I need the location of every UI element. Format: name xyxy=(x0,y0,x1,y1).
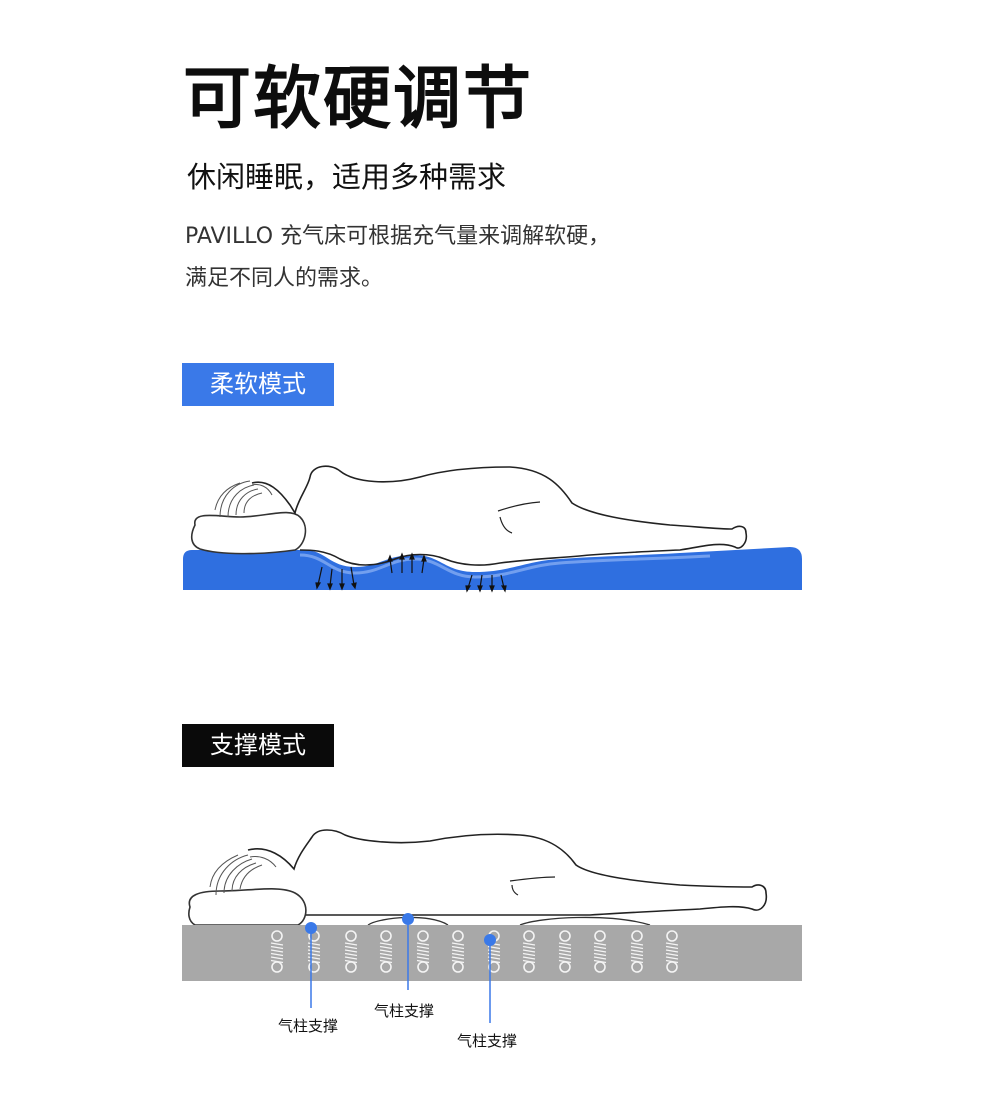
support-mode-illustration xyxy=(182,829,802,1023)
air-column xyxy=(451,930,465,973)
soft-pillow xyxy=(190,511,307,555)
callout-label-2: 气柱支撑 xyxy=(374,1002,435,1020)
product-description: PAVILLO 充气床可根据充气量来调解软硬，满足不同人的需求。 xyxy=(185,224,611,291)
air-column xyxy=(416,930,430,973)
air-column xyxy=(379,930,393,973)
soft-mode-illustration xyxy=(183,465,802,593)
callout-label-3: 气柱支撑 xyxy=(457,1032,518,1050)
air-columns xyxy=(270,930,679,973)
air-column xyxy=(593,930,607,973)
support-mode-label: 支撑模式 xyxy=(182,724,334,767)
air-column xyxy=(344,930,358,973)
support-sleeper xyxy=(247,829,768,916)
air-column xyxy=(522,930,536,973)
page-title: 可软硬调节 xyxy=(183,60,534,139)
air-column xyxy=(665,930,679,973)
soft-sleeper xyxy=(251,465,748,566)
air-column xyxy=(630,930,644,973)
air-column xyxy=(558,930,572,973)
soft-mode-label: 柔软模式 xyxy=(182,363,334,406)
support-mattress xyxy=(182,925,802,981)
support-pillow xyxy=(188,888,307,926)
air-column xyxy=(270,930,284,973)
page-subtitle: 休闲睡眠，适用多种需求 xyxy=(187,160,507,194)
callout-label-1: 气柱支撑 xyxy=(278,1017,339,1035)
pressure-arrows xyxy=(315,552,507,593)
callout-markers xyxy=(305,913,496,1023)
